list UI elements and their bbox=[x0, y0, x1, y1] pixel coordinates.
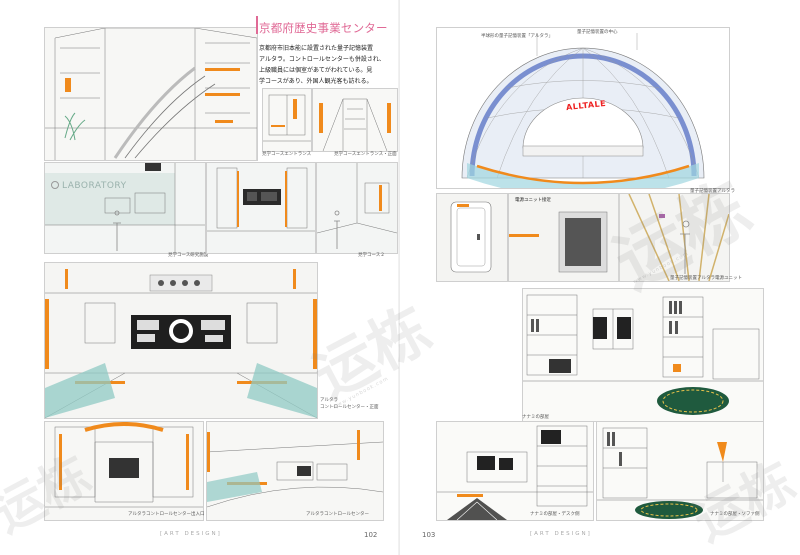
illustration-bedroom-sofa bbox=[596, 421, 764, 521]
footer-label-left: [ART DESIGN] bbox=[160, 531, 222, 537]
caption-bedroom-sofa: ナナミの部屋・ソファ側 bbox=[710, 512, 760, 517]
caption-lab-side: 見学コース２ bbox=[358, 253, 385, 258]
illustration-entrance-staircase bbox=[44, 27, 258, 161]
caption-control-outlet: アルタラコントロールセンター出入口 bbox=[128, 512, 205, 517]
caption-bedroom: ナナミの部屋 bbox=[522, 415, 549, 420]
illustration-lab-side bbox=[316, 162, 398, 254]
illustration-bedroom-desk bbox=[436, 421, 594, 521]
title-accent-bar bbox=[256, 16, 258, 34]
caption-bedroom-desk: ナナミの部屋・デスク側 bbox=[530, 512, 580, 517]
illustration-power-unit-room: 電源ユニット接近 bbox=[508, 193, 730, 282]
caption-dome: 量子記憶装置アルタラ bbox=[690, 189, 735, 194]
description-line: 上級職員には個室があてがわれている。見 bbox=[259, 67, 373, 74]
power-room-label: 電源ユニット接近 bbox=[515, 198, 551, 203]
illustration-bedroom bbox=[522, 288, 764, 422]
laboratory-sign: LABORATORY bbox=[62, 181, 127, 191]
left-page: 京都府歴史事業センター 京都府市旧本能に設置された量子記憶装置 アルタラ。コント… bbox=[44, 16, 398, 539]
caption-power-unit: 量子記憶装置アルタラ電源ユニット bbox=[670, 276, 742, 281]
description-line: 学コースがあり、外国人観光客も訪れる。 bbox=[259, 78, 373, 85]
section-description: 京都府市旧本能に設置された量子記憶装置 アルタラ。コントロールセンターも併設され… bbox=[259, 43, 394, 87]
caption-control-room: アルタラコントロールセンター bbox=[306, 512, 369, 517]
illustration-laboratory: LABORATORY bbox=[44, 162, 206, 254]
caption-control-center-1: アルタラ bbox=[320, 398, 338, 403]
illustration-control-center bbox=[44, 262, 318, 419]
caption-entrance-front: 見学コースエントランス・正面 bbox=[334, 152, 397, 157]
illustration-entrance-front bbox=[312, 88, 398, 152]
illustration-control-room bbox=[206, 421, 384, 521]
footer-label-right: [ART DESIGN] bbox=[530, 531, 592, 537]
description-line: 京都府市旧本能に設置された量子記憶装置 bbox=[259, 45, 374, 52]
illustration-lab-monitors bbox=[206, 162, 316, 254]
page-number-left: 102 bbox=[364, 531, 378, 539]
caption-entrance-small: 見学コースエントランス bbox=[262, 152, 312, 157]
dome-label-left: 半球形の量子記憶装置「アルタラ」 bbox=[481, 34, 553, 39]
illustration-power-unit-door bbox=[436, 193, 508, 282]
caption-control-center-2: コントロールセンター・正面 bbox=[320, 405, 379, 410]
section-title: 京都府歴史事業センター bbox=[259, 21, 388, 35]
page-number-right: 103 bbox=[422, 531, 436, 539]
right-page: ALLTALE 半球形の量子記憶装置「アルタラ」 量子記憶装置の中心 量子記憶装… bbox=[400, 0, 800, 555]
illustration-control-outlet bbox=[44, 421, 204, 521]
dome-label-right: 量子記憶装置の中心 bbox=[577, 30, 618, 35]
caption-laboratory: 見学コース研究施設 bbox=[168, 253, 209, 258]
illustration-dome: ALLTALE 半球形の量子記憶装置「アルタラ」 量子記憶装置の中心 bbox=[436, 27, 730, 189]
illustration-entrance-small bbox=[262, 88, 312, 152]
description-line: アルタラ。コントロールセンターも併設され、 bbox=[259, 56, 385, 63]
